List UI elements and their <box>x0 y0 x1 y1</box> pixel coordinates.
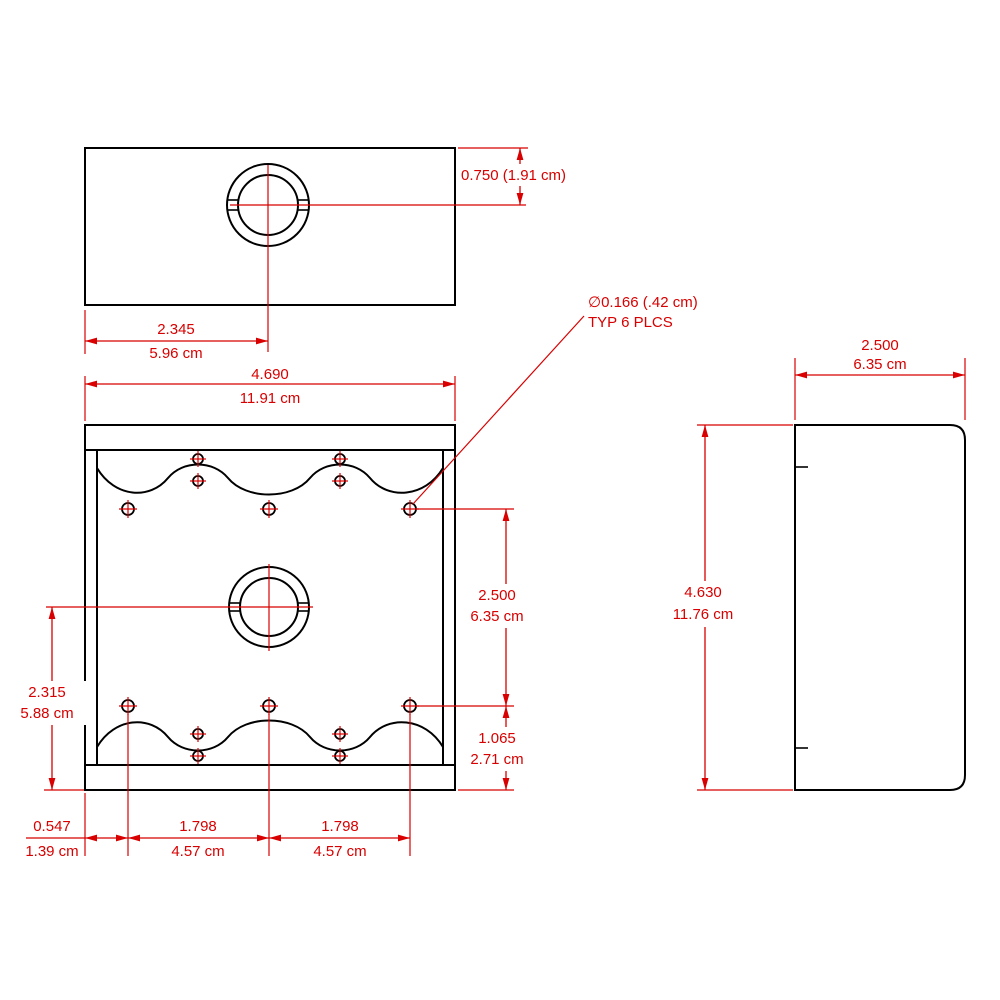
screw-hole <box>332 451 348 467</box>
dim-text-side-depth-in: 2.500 <box>861 337 899 354</box>
dim-front-center-to-bottom: 2.315 5.88 cm <box>12 607 90 791</box>
dim-text-top-depth: 0.750 (1.91 cm) <box>461 167 566 184</box>
dim-side-height: 4.630 11.76 cm <box>664 424 793 791</box>
dim-front-edge-to-hole: 0.547 1.39 cm <box>25 818 128 860</box>
dim-text-side-depth-cm: 6.35 cm <box>853 356 906 373</box>
callout-typ-text: TYP 6 PLCS <box>588 314 673 331</box>
dim-text-center-bottom-cm: 5.88 cm <box>20 705 73 722</box>
dim-text-front-width-in: 4.690 <box>251 366 289 383</box>
mounting-hole <box>260 500 278 518</box>
dim-text-front-width-cm: 11.91 cm <box>240 390 301 407</box>
mounting-hole <box>119 697 137 715</box>
dim-text-hole-span-cm: 6.35 cm <box>470 608 523 625</box>
dim-front-hole-span: 2.500 6.35 cm <box>416 508 532 707</box>
hole-callout: ∅0.166 (.42 cm) TYP 6 PLCS <box>412 294 698 505</box>
dim-top-center-offset: 2.345 5.96 cm <box>84 310 268 362</box>
dim-text-side-height-in: 4.630 <box>684 584 722 601</box>
dim-text-pitch-left-in: 1.798 <box>179 818 217 835</box>
dim-text-hole-span-in: 2.500 <box>478 587 516 604</box>
dim-text-background <box>12 681 90 725</box>
mounting-hole <box>119 500 137 518</box>
dim-text-side-height-cm: 11.76 cm <box>673 606 734 623</box>
top-view-outline <box>84 147 456 306</box>
top-scallop-edge <box>96 463 444 496</box>
screw-holes <box>190 451 348 764</box>
screw-hole <box>332 726 348 742</box>
dim-text-top-center-offset-in: 2.345 <box>157 321 195 338</box>
screw-hole <box>332 748 348 764</box>
callout-diameter-text: ∅0.166 (.42 cm) <box>588 294 698 311</box>
dim-top-depth: 0.750 (1.91 cm) <box>456 147 586 205</box>
dim-text-hole-bottom-cm: 2.71 cm <box>470 751 523 768</box>
dim-text-pitch-right-cm: 4.57 cm <box>313 843 366 860</box>
mounting-hole <box>260 697 278 715</box>
dim-text-pitch-left-cm: 4.57 cm <box>171 843 224 860</box>
dim-front-hole-to-bottom: 1.065 2.71 cm <box>458 706 532 791</box>
dim-text-background <box>456 164 586 186</box>
side-view: 2.500 6.35 cm 4.630 11.76 cm <box>664 337 966 791</box>
dim-text-top-center-offset-cm: 5.96 cm <box>149 345 202 362</box>
dim-front-hole-pitch-right: 1.798 4.57 cm <box>269 818 410 860</box>
front-view: 4.690 11.91 cm 2.500 6.35 cm 1.065 2.71 … <box>12 366 532 860</box>
dim-text-edge-hole-in: 0.547 <box>33 818 71 835</box>
screw-hole <box>332 473 348 489</box>
dim-text-hole-bottom-in: 1.065 <box>478 730 516 747</box>
leader-line <box>412 315 585 505</box>
dim-side-depth: 2.500 6.35 cm <box>794 337 966 420</box>
dim-text-background <box>462 727 532 771</box>
dim-text-background <box>462 584 532 628</box>
top-view: 0.750 (1.91 cm) 2.345 5.96 cm <box>84 147 586 362</box>
dim-front-width: 4.690 11.91 cm <box>84 366 456 421</box>
screw-hole <box>190 726 206 742</box>
dim-text-edge-hole-cm: 1.39 cm <box>25 843 78 860</box>
side-view-outline <box>794 424 966 791</box>
dim-text-center-bottom-in: 2.315 <box>28 684 66 701</box>
dim-front-hole-pitch-left: 1.798 4.57 cm <box>128 818 269 860</box>
screw-hole <box>190 473 206 489</box>
dim-text-background <box>664 581 744 627</box>
screw-hole <box>190 451 206 467</box>
screw-hole <box>190 748 206 764</box>
dim-text-pitch-right-in: 1.798 <box>321 818 359 835</box>
bottom-scallop-edge <box>96 719 444 752</box>
